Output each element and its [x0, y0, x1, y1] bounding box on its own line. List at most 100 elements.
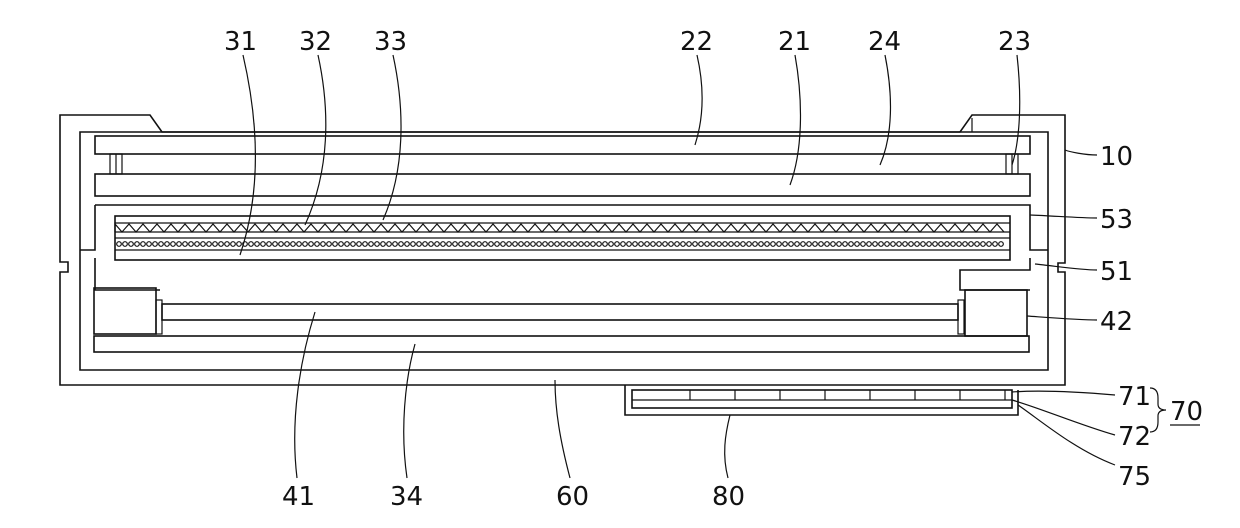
- diffuser-dot: [867, 242, 872, 247]
- diffuser-dot: [387, 242, 392, 247]
- label-21: 21: [778, 27, 811, 57]
- diffuser-dot: [765, 242, 770, 247]
- diffuser-dot: [819, 242, 824, 247]
- label-53: 53: [1100, 205, 1133, 235]
- label-34: 34: [390, 482, 423, 512]
- diffuser-dot: [171, 242, 176, 247]
- diffuser-dot: [201, 242, 206, 247]
- diffuser-dot: [129, 242, 134, 247]
- label-42: 42: [1100, 307, 1133, 337]
- diffuser-dot: [825, 242, 830, 247]
- diffuser-dot: [591, 242, 596, 247]
- diffuser-dot: [435, 242, 440, 247]
- diffuser-dot: [117, 242, 122, 247]
- diffuser-dot: [135, 242, 140, 247]
- diffuser-dot: [237, 242, 242, 247]
- housing-inner: [80, 132, 1048, 370]
- label-23: 23: [998, 27, 1031, 57]
- lead-80: [725, 415, 730, 478]
- diffuser-dot: [405, 242, 410, 247]
- label-60: 60: [556, 482, 589, 512]
- diffuser-dot: [855, 242, 860, 247]
- lead-41: [295, 312, 315, 478]
- diffuser-dot: [207, 242, 212, 247]
- diffuser-dot: [501, 242, 506, 247]
- lamp-left-cap: [156, 300, 162, 334]
- diffuser-dot: [927, 242, 932, 247]
- label-71: 71: [1118, 382, 1151, 412]
- diffuser-dot: [345, 242, 350, 247]
- diffuser-dot: [165, 242, 170, 247]
- diffuser-dot: [303, 242, 308, 247]
- lead-75: [1018, 405, 1115, 465]
- lead-53: [1030, 215, 1097, 218]
- diffuser-dot: [981, 242, 986, 247]
- diffuser-dot: [837, 242, 842, 247]
- diffuser-dot: [945, 242, 950, 247]
- diffuser-dot: [969, 242, 974, 247]
- diffuser-dot: [507, 242, 512, 247]
- label-41: 41: [282, 482, 315, 512]
- diffuser-dot: [633, 242, 638, 247]
- diffuser-dot: [651, 242, 656, 247]
- diffuser-dot: [891, 242, 896, 247]
- diffuser-dot: [327, 242, 332, 247]
- diffuser-dot: [123, 242, 128, 247]
- diffuser-dot: [465, 242, 470, 247]
- lamp-right: [965, 290, 1027, 336]
- diffuser-dot: [741, 242, 746, 247]
- diffuser-dot: [279, 242, 284, 247]
- diffuser-dot: [231, 242, 236, 247]
- diffuser-dot: [141, 242, 146, 247]
- diffuser-dot: [669, 242, 674, 247]
- diffuser-dot: [873, 242, 878, 247]
- diffuser-dot: [993, 242, 998, 247]
- diffuser-dot: [939, 242, 944, 247]
- diffuser-dot: [987, 242, 992, 247]
- diffuser-dot: [645, 242, 650, 247]
- diffuser-dot: [897, 242, 902, 247]
- diffuser-dot: [663, 242, 668, 247]
- lead-21: [790, 55, 800, 185]
- diffuser-dot: [537, 242, 542, 247]
- diffuser-dot: [411, 242, 416, 247]
- diffuser-dot: [375, 242, 380, 247]
- diffuser-dot: [771, 242, 776, 247]
- diffuser-dot: [861, 242, 866, 247]
- diffuser-dot: [801, 242, 806, 247]
- diffuser-dot: [675, 242, 680, 247]
- diffuser-dot: [393, 242, 398, 247]
- diffuser-dot: [729, 242, 734, 247]
- diffuser-dot: [189, 242, 194, 247]
- diffuser-dot: [813, 242, 818, 247]
- diffuser-dot: [843, 242, 848, 247]
- diffuser-dot: [735, 242, 740, 247]
- diffuser-dot: [621, 242, 626, 247]
- lead-71: [1012, 391, 1115, 395]
- diffuser-dot: [831, 242, 836, 247]
- diffuser-dot: [363, 242, 368, 247]
- diffuser-dot: [573, 242, 578, 247]
- diffuser-dot: [459, 242, 464, 247]
- diffuser-dot: [261, 242, 266, 247]
- diffuser-dot: [681, 242, 686, 247]
- diffuser-dot: [687, 242, 692, 247]
- diffuser-dot: [525, 242, 530, 247]
- diffuser-dot: [951, 242, 956, 247]
- diffuser-dot: [561, 242, 566, 247]
- diffuser-dot: [783, 242, 788, 247]
- diffuser-dot: [531, 242, 536, 247]
- diffuser-dot: [519, 242, 524, 247]
- diffuser-dot: [915, 242, 920, 247]
- diffuser-dot: [603, 242, 608, 247]
- diffuser-dot: [219, 242, 224, 247]
- diffuser-dot: [291, 242, 296, 247]
- middle-frame-lower: [95, 258, 1030, 290]
- diffuser-dot: [453, 242, 458, 247]
- diffuser-dot: [759, 242, 764, 247]
- light-guide-41: [162, 304, 958, 320]
- diffuser-dot: [147, 242, 152, 247]
- lead-34: [404, 344, 415, 478]
